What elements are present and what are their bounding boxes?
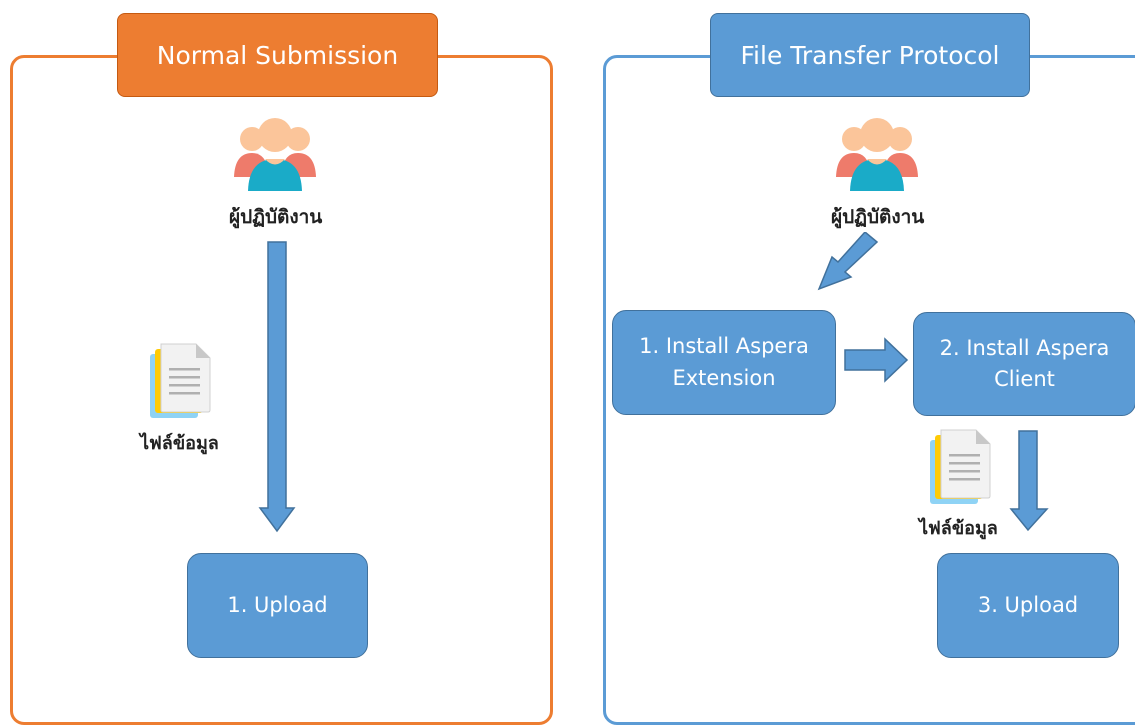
upload-step-label: 1. Upload [227, 592, 328, 617]
install-extension-line2: Extension [672, 365, 776, 390]
install-extension-box: 1. Install Aspera Extension [612, 310, 836, 415]
upload-step-box: 1. Upload [187, 553, 368, 658]
install-client-line2: Client [994, 367, 1055, 391]
user-label: ผู้ปฏิบัติงาน [229, 206, 323, 228]
users-icon [836, 118, 918, 191]
arrow-down-icon [258, 241, 296, 533]
arrow-down-icon [1009, 430, 1049, 532]
arrow-right-icon [844, 337, 909, 383]
document-icon [150, 343, 211, 418]
file-label: ไฟล์ข้อมูล [919, 518, 998, 539]
install-client-box: 2. Install Aspera Client [913, 312, 1135, 416]
user-label: ผู้ปฏิบัติงาน [831, 206, 925, 228]
install-client-line1: 2. Install Aspera [939, 335, 1110, 360]
normal-submission-title: Normal Submission [117, 13, 438, 97]
file-label: ไฟล์ข้อมูล [140, 433, 219, 454]
arrow-down-left-icon [817, 232, 879, 291]
upload-step-box: 3. Upload [937, 553, 1119, 658]
users-icon [234, 118, 316, 191]
document-icon [930, 429, 991, 504]
upload-step-label: 3. Upload [977, 592, 1079, 617]
install-extension-line1: 1. Install Aspera [639, 334, 809, 358]
ftp-title: File Transfer Protocol [710, 13, 1030, 97]
